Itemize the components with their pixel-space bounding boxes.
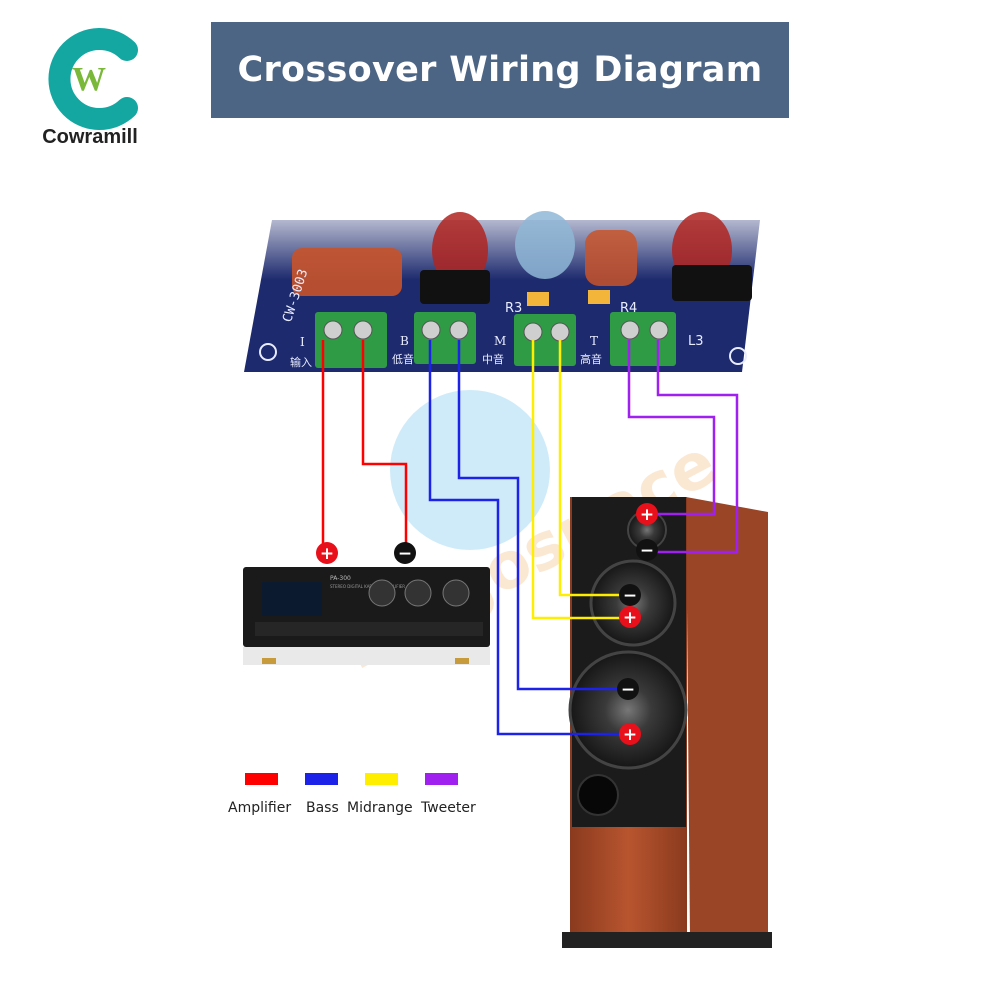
amp-subtitle: STEREO DIGITAL KARAOKE AMPLIFIER — [330, 584, 405, 589]
resistor-r3 — [527, 292, 549, 306]
electrolytic-capacitor — [515, 211, 575, 279]
mount-hole-left — [259, 343, 277, 361]
wire-mid-a — [531, 340, 630, 620]
terminal-high — [610, 312, 676, 366]
resistor-r4 — [588, 290, 610, 304]
page-title: Crossover Wiring Diagram — [237, 50, 763, 90]
amp-knob-2 — [404, 579, 432, 607]
amplifier: PA-300 STEREO DIGITAL KARAOKE AMPLIFIER — [243, 567, 490, 665]
amp-controls-strip — [255, 622, 483, 636]
terminal-label-t: T — [590, 334, 598, 348]
svg-text:−: − — [621, 680, 635, 700]
wires — [321, 340, 739, 736]
svg-text:−: − — [623, 586, 637, 606]
legend-label-amplifier: Amplifier — [228, 800, 292, 816]
legend-label-midrange: Midrange — [347, 800, 413, 816]
amp-foot-right — [455, 658, 469, 664]
terminal-subtitle-high: 高音 — [580, 352, 602, 366]
marker-tweeter-negative: − — [636, 539, 658, 561]
board-label-r3: R3 — [505, 301, 522, 316]
legend-label-bass: Bass — [306, 800, 339, 816]
terminal-label-b: B — [400, 334, 409, 348]
legend-swatch-amplifier — [245, 773, 278, 785]
crossover-board: CW-3003 R3 R4 L3 I B M T 输入 低音 中音 高音 — [240, 190, 770, 372]
svg-text:+: + — [623, 608, 637, 628]
speaker-side — [686, 497, 768, 942]
speaker-tower — [562, 497, 772, 948]
wire-mid-b — [558, 340, 630, 597]
capacitor-orange-2 — [585, 230, 637, 286]
marker-tweeter-positive: + — [636, 503, 658, 525]
svg-text:+: + — [623, 725, 637, 745]
terminal-subtitle-bass: 低音 — [392, 352, 414, 366]
terminal-input — [315, 312, 387, 368]
marker-bass-positive: + — [619, 723, 641, 745]
legend-swatch-midrange — [365, 773, 398, 785]
bass-port — [577, 774, 619, 816]
black-clip-1 — [420, 270, 490, 304]
amp-display — [262, 582, 322, 616]
capacitor-orange-1 — [292, 248, 402, 296]
board-label-l3: L3 — [688, 334, 704, 349]
brand-logo: W — [48, 28, 138, 130]
black-clip-2 — [672, 265, 752, 301]
wire-tweeter-a — [627, 340, 716, 516]
title-bar: Crossover Wiring Diagram — [211, 22, 789, 118]
svg-text:+: + — [320, 544, 334, 564]
polarity-markers: + − + − − + − + — [316, 503, 658, 745]
amp-model: PA-300 — [330, 575, 351, 582]
legend-swatch-tweeter — [425, 773, 458, 785]
brand-name: Cowramill — [42, 126, 138, 148]
amp-foot-left — [262, 658, 276, 664]
amp-knob-1 — [368, 579, 396, 607]
terminal-label-m: M — [494, 334, 506, 348]
woofer-driver — [568, 650, 688, 770]
marker-mid-positive: + — [619, 606, 641, 628]
inductor-coil-1 — [432, 212, 488, 288]
svg-text:−: − — [398, 544, 412, 564]
terminal-bass — [414, 312, 476, 364]
terminal-subtitle-input: 输入 — [290, 355, 312, 369]
amp-base — [243, 647, 490, 665]
svg-text:−: − — [640, 541, 654, 561]
marker-amp-positive: + — [316, 542, 338, 564]
marker-mid-negative: − — [619, 584, 641, 606]
legend-label-tweeter: Tweeter — [421, 800, 476, 816]
marker-amp-negative: − — [394, 542, 416, 564]
wire-tweeter-b — [647, 340, 739, 554]
svg-text:+: + — [640, 505, 654, 525]
terminal-subtitle-mid: 中音 — [482, 352, 504, 366]
logo-ring — [48, 28, 138, 130]
wire-bass-a — [428, 340, 630, 736]
mount-hole-right — [729, 347, 747, 365]
marker-bass-negative: − — [617, 678, 639, 700]
logo-letters: W — [72, 61, 106, 98]
legend-swatches — [245, 773, 458, 785]
amp-knob-3 — [442, 579, 470, 607]
terminal-mid — [514, 314, 576, 366]
terminal-label-i: I — [300, 335, 305, 349]
legend-swatch-bass — [305, 773, 338, 785]
speaker-stand — [562, 932, 772, 948]
wire-amp-negative — [361, 340, 408, 552]
wire-bass-b — [457, 340, 630, 691]
